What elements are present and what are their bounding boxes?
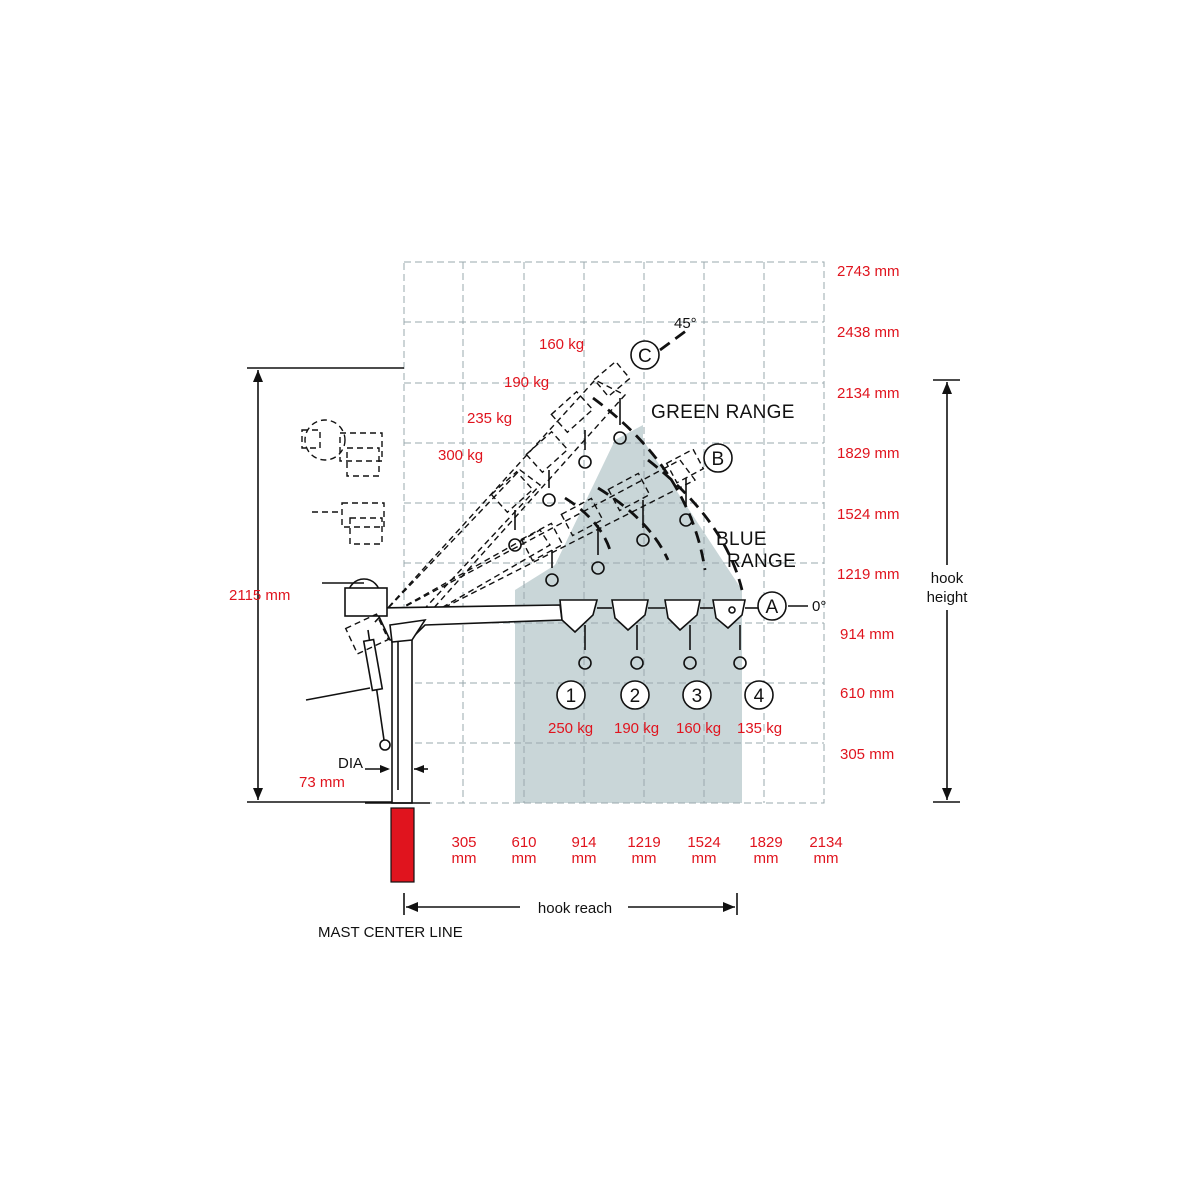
marker-b: B — [712, 449, 725, 470]
green-range-arc — [592, 396, 707, 571]
load-4: 135 kg — [737, 720, 782, 737]
marker-c: C — [638, 346, 652, 367]
hook-reach-label: hook reach — [538, 900, 612, 917]
mast-center-line-label: MAST CENTER LINE — [318, 924, 463, 941]
reach-label-value: 1219 — [627, 834, 660, 851]
reach-label-unit: mm — [512, 850, 537, 867]
angled-load-300: 300 kg — [438, 447, 483, 464]
dimension-lines — [247, 367, 960, 915]
horizontal-hooks — [578, 625, 747, 670]
reach-label-unit: mm — [692, 850, 717, 867]
height-label-610: 610 mm — [840, 685, 894, 702]
reach-label-unit: mm — [754, 850, 779, 867]
reach-label-value: 1829 — [749, 834, 782, 851]
blue-range-arc — [647, 458, 744, 591]
winch-assembly — [305, 578, 391, 751]
horizontal-boom — [373, 599, 760, 641]
load-2: 190 kg — [614, 720, 659, 737]
hook-height-label-1: hook — [931, 570, 964, 587]
angled-load-235: 235 kg — [467, 410, 512, 427]
marker-2: 2 — [630, 686, 641, 707]
height-label-1219: 1219 mm — [837, 566, 900, 583]
angle-45: 45° — [674, 315, 697, 332]
blue-range-label-2: RANGE — [727, 551, 796, 572]
reach-label-value: 2134 — [809, 834, 842, 851]
reach-label-value: 914 — [571, 834, 596, 851]
dia-value: 73 mm — [299, 774, 345, 791]
angled-hooks — [508, 398, 693, 587]
reach-label-unit: mm — [452, 850, 477, 867]
marker-a: A — [766, 597, 779, 618]
reach-label-unit: mm — [814, 850, 839, 867]
reach-label-unit: mm — [572, 850, 597, 867]
overall-height-label: 2115 mm — [229, 587, 290, 604]
height-label-305: 305 mm — [840, 746, 894, 763]
reach-label-value: 305 — [451, 834, 476, 851]
height-label-1524: 1524 mm — [837, 506, 900, 523]
reach-labels: 305 mm 610 mm 914 mm 1219 mm 1524 mm 182… — [451, 834, 842, 867]
position-markers — [556, 340, 787, 710]
load-3: 160 kg — [676, 720, 721, 737]
reach-label-value: 1524 — [687, 834, 720, 851]
green-range-label: GREEN RANGE — [651, 402, 795, 423]
angled-load-190: 190 kg — [504, 374, 549, 391]
reach-label-value: 610 — [511, 834, 536, 851]
marker-1: 1 — [566, 686, 577, 707]
hook-height-label-2: height — [927, 589, 969, 606]
marker-3: 3 — [692, 686, 703, 707]
dia-label: DIA — [338, 755, 363, 772]
c-angle-dash — [659, 326, 691, 352]
height-label-914: 914 mm — [840, 626, 894, 643]
height-label-2743: 2743 mm — [837, 263, 900, 280]
ghost-booms — [374, 360, 705, 641]
winch-option-icons — [301, 419, 385, 545]
reach-label-unit: mm — [632, 850, 657, 867]
mast-socket — [390, 807, 415, 883]
mast — [365, 618, 430, 883]
angled-load-160: 160 kg — [539, 336, 584, 353]
height-label-2438: 2438 mm — [837, 324, 900, 341]
height-label-2134: 2134 mm — [837, 385, 900, 402]
blue-range-label-1: BLUE — [716, 529, 767, 550]
angle-0: 0° — [812, 598, 826, 615]
load-1: 250 kg — [548, 720, 593, 737]
inner-arc-1 — [564, 496, 612, 551]
marker-4: 4 — [754, 686, 765, 707]
height-label-1829: 1829 mm — [837, 445, 900, 462]
